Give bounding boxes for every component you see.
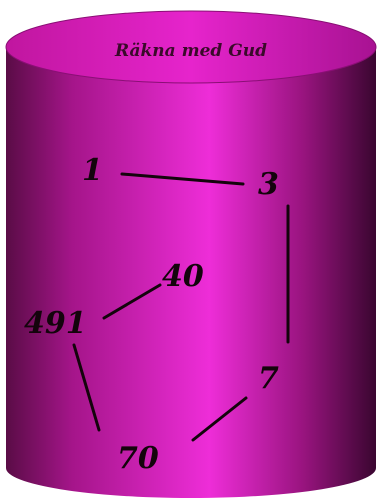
number-70: 70 bbox=[117, 441, 159, 476]
cylinder-title: Räkna med Gud bbox=[114, 41, 267, 61]
number-3: 3 bbox=[258, 167, 279, 202]
number-491: 491 bbox=[24, 306, 87, 341]
number-40: 40 bbox=[162, 259, 204, 294]
number-7: 7 bbox=[258, 361, 279, 396]
number-1: 1 bbox=[82, 153, 103, 188]
